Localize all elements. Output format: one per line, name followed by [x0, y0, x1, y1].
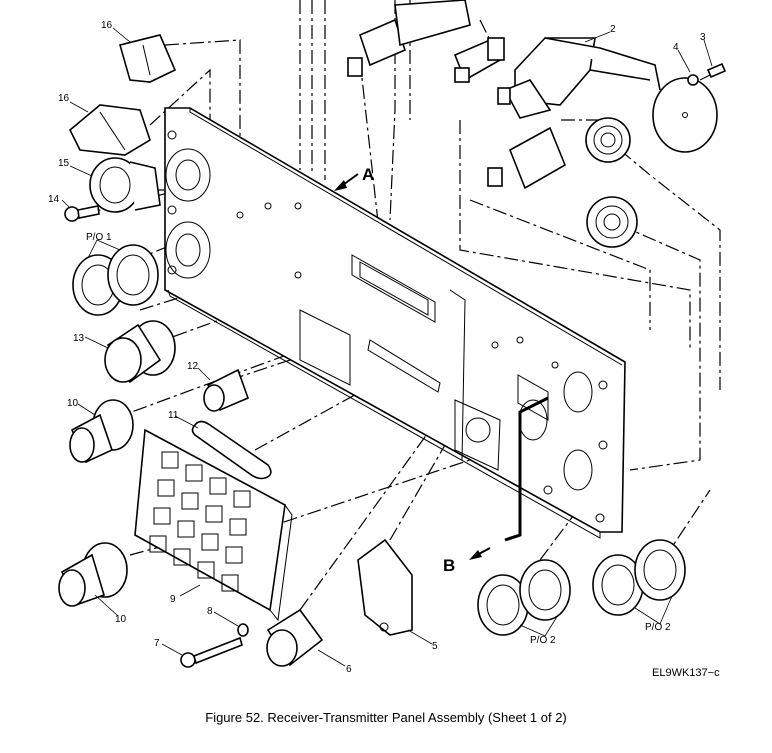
leader-lines — [61, 27, 713, 667]
view-letter-a: A — [362, 165, 374, 184]
view-arrow-b — [469, 396, 549, 560]
exploded-view-diagram: 16 16 15 14 P/O 1 13 12 11 10 10 9 8 7 6… — [48, 0, 727, 679]
callout-15: 15 — [58, 158, 70, 169]
callout-po2-left: P/O 2 — [530, 635, 556, 646]
gasket-po2-right — [592, 539, 686, 616]
figure-caption: Figure 52. Receiver-Transmitter Panel As… — [205, 710, 567, 725]
callout-10-lower: 10 — [115, 614, 127, 625]
view-arrow-a — [334, 173, 359, 191]
callout-14: 14 — [48, 194, 60, 205]
screw-3-washer-4 — [687, 62, 727, 86]
switch-15 — [89, 157, 161, 213]
knob-16-upper — [119, 34, 177, 83]
callout-3: 3 — [700, 32, 706, 43]
callout-5: 5 — [432, 641, 438, 652]
view-letter-b: B — [443, 556, 455, 575]
callout-labels: 16 16 15 14 P/O 1 13 12 11 10 10 9 8 7 6… — [48, 20, 706, 675]
front-panel — [164, 107, 626, 539]
callout-po2-right: P/O 2 — [645, 622, 671, 633]
callout-11: 11 — [168, 410, 179, 421]
keypad-9 — [134, 428, 293, 622]
gasket-11 — [191, 420, 272, 480]
callout-6: 6 — [346, 664, 352, 675]
keypad-keys — [149, 451, 251, 592]
knob-12 — [203, 368, 250, 412]
knob-13 — [104, 320, 176, 384]
screw-7 — [180, 636, 243, 668]
callout-4: 4 — [673, 42, 679, 53]
figure-code: EL9WK137−c — [652, 667, 720, 679]
callout-16-upper: 16 — [101, 20, 113, 31]
callout-12: 12 — [187, 361, 199, 372]
washer-8 — [237, 623, 249, 637]
gasket-po1 — [72, 244, 159, 316]
gasket-po2-left — [477, 559, 571, 636]
callout-10-upper: 10 — [67, 398, 79, 409]
callout-13: 13 — [73, 333, 85, 344]
callout-po1: P/O 1 — [86, 232, 112, 243]
knob-16-lower — [69, 104, 151, 156]
knob-10-lower — [58, 542, 128, 607]
cover-5 — [357, 538, 413, 636]
knob-6 — [266, 608, 324, 667]
callout-2: 2 — [610, 24, 616, 35]
callout-8: 8 — [207, 606, 213, 617]
top-rotary-switches — [347, 0, 505, 83]
callout-16-lower: 16 — [58, 93, 70, 104]
screw-14 — [64, 205, 100, 222]
knob-10-upper — [69, 399, 134, 464]
callout-7: 7 — [154, 638, 160, 649]
diagram-canvas: 16 16 15 14 P/O 1 13 12 11 10 10 9 8 7 6… — [48, 0, 727, 679]
connector-assembly-2 — [487, 37, 718, 248]
callout-9: 9 — [170, 594, 176, 605]
